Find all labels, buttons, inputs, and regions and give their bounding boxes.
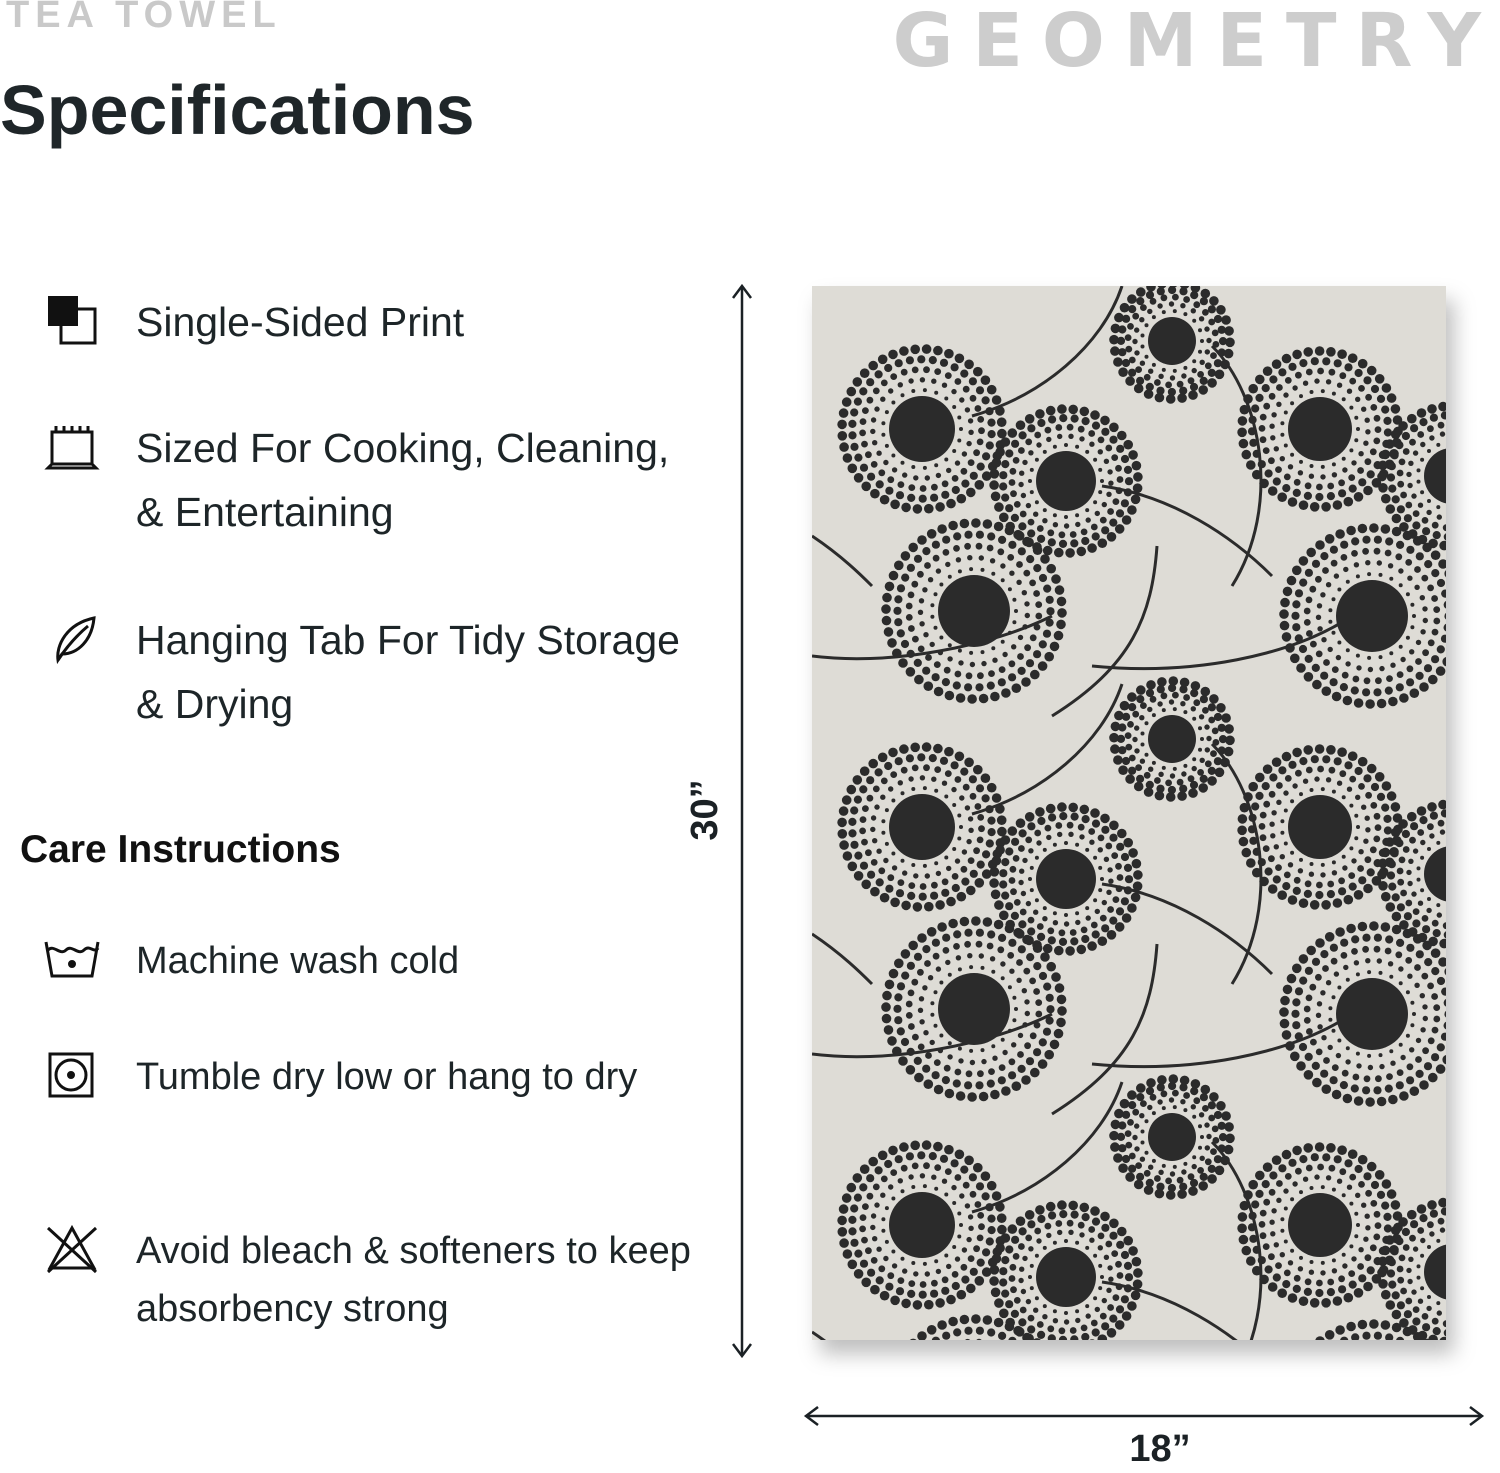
towel-icon bbox=[44, 418, 100, 474]
wash-cold-icon bbox=[44, 932, 100, 988]
feature-label: Sized For Cooking, Cleaning, & Entertain… bbox=[136, 425, 670, 535]
leaf-icon bbox=[44, 610, 100, 666]
tea-towel-image bbox=[812, 286, 1446, 1340]
care-label: Machine wash cold bbox=[136, 940, 460, 982]
brand-logo: GEOMETRY bbox=[892, 0, 1500, 84]
feature-label: Single-Sided Print bbox=[136, 299, 465, 345]
eyebrow-label: TEA TOWEL bbox=[6, 0, 282, 36]
page-title: Specifications bbox=[0, 71, 475, 149]
width-dimension-label: 18” bbox=[1129, 1428, 1191, 1470]
feature-label: Hanging Tab For Tidy Storage & Drying bbox=[136, 617, 680, 727]
height-dimension-label: 30” bbox=[684, 779, 726, 841]
care-label: Tumble dry low or hang to dry bbox=[136, 1056, 638, 1098]
overlapping-squares-icon bbox=[44, 292, 100, 348]
tumble-dry-low-icon bbox=[44, 1048, 100, 1104]
care-label: Avoid bleach & softeners to keep absorbe… bbox=[136, 1230, 691, 1330]
no-bleach-icon bbox=[44, 1222, 100, 1278]
care-heading: Care Instructions bbox=[20, 828, 341, 871]
